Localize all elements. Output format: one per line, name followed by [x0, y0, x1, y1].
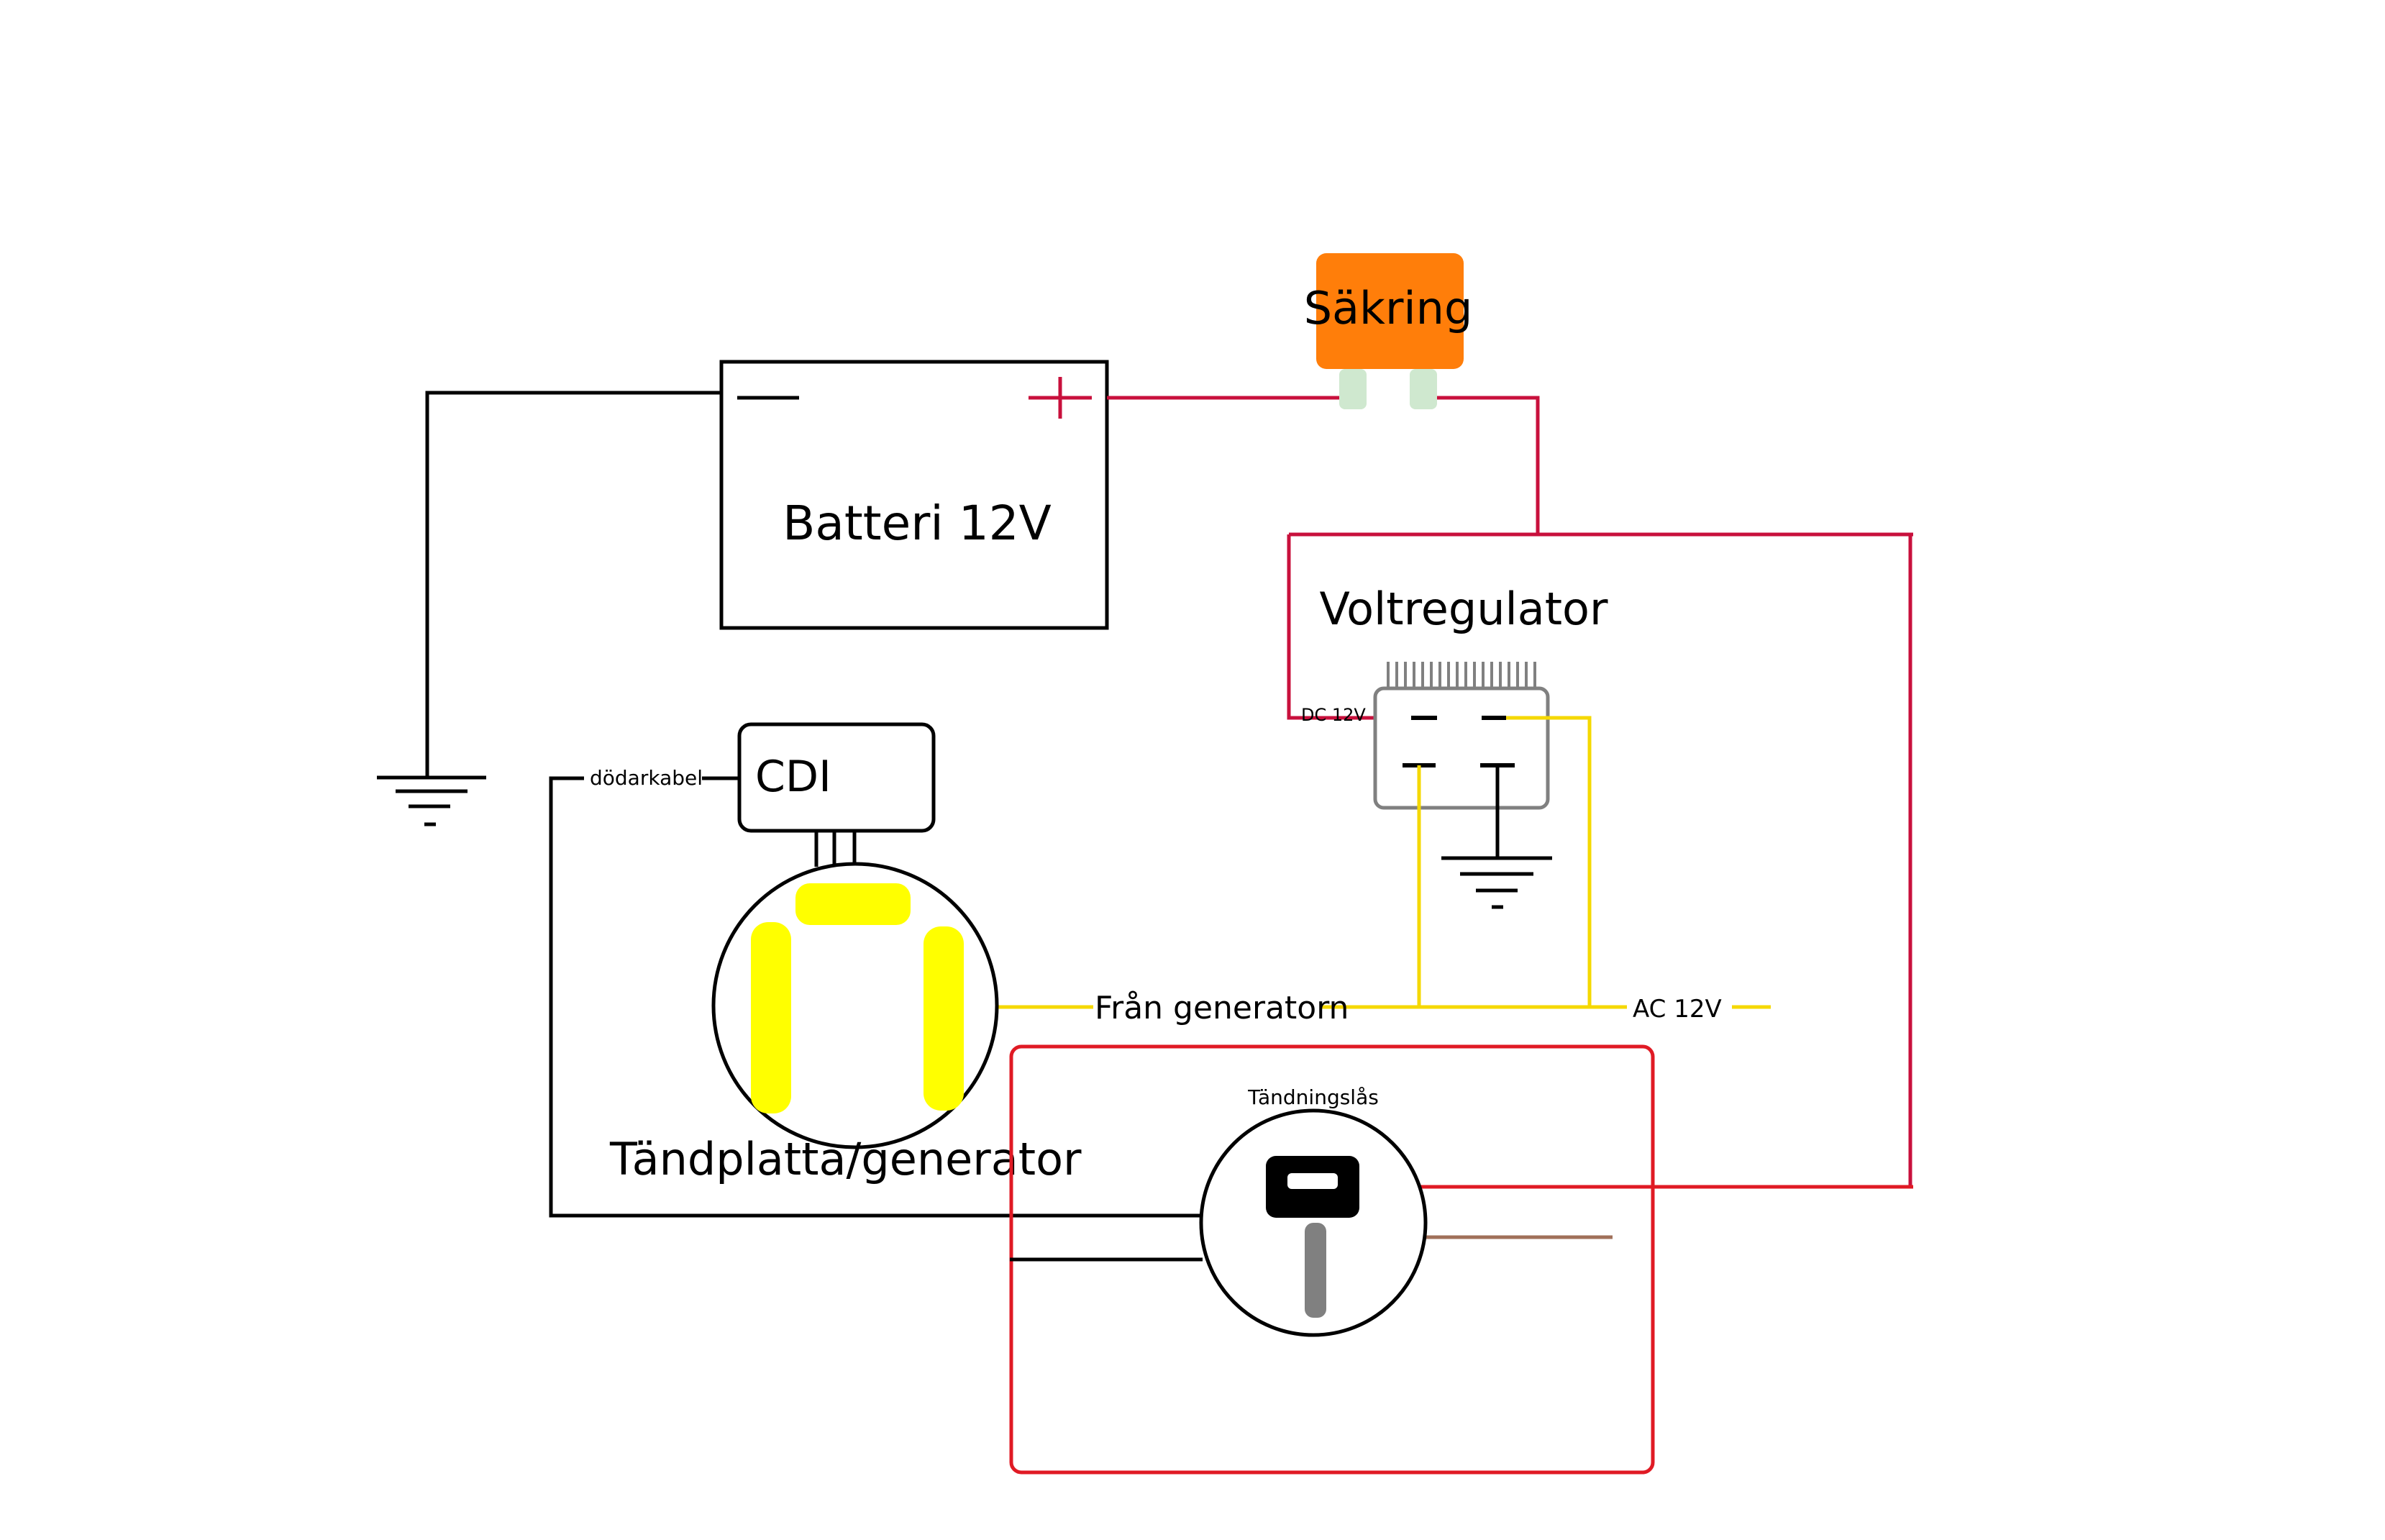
from-generator-label: Från generatorn	[1095, 990, 1349, 1026]
fuse-terminal-right	[1410, 369, 1437, 409]
ignition-lock-label: Tändningslås	[1247, 1085, 1379, 1109]
stator-label: Tändplatta/generator	[609, 1133, 1082, 1185]
stator-coil-top	[795, 883, 911, 925]
fuse-terminal-left	[1339, 369, 1367, 409]
dc-positive-wiring	[1107, 396, 1913, 1187]
regulator-ground	[1441, 765, 1552, 909]
kill-wire	[549, 776, 1200, 1218]
cdi-label: CDI	[755, 752, 831, 802]
key-shaft	[1305, 1223, 1326, 1318]
fuse: Säkring	[1304, 253, 1473, 409]
stator-coil-left	[751, 922, 791, 1113]
ac12v-label: AC 12V	[1633, 995, 1722, 1024]
ignition-switch	[1199, 1108, 1428, 1337]
battery-ground-wire	[425, 391, 724, 777]
dc12v-label: DC 12V	[1301, 705, 1366, 725]
ac-wiring	[996, 716, 1771, 1009]
battery: Batteri 12V	[719, 360, 1109, 630]
voltage-regulator: Voltregulator DC 12V	[1301, 583, 1608, 810]
stator-generator: Tändplatta/generator	[609, 862, 1082, 1185]
cdi-unit: CDI	[737, 722, 936, 833]
voltage-regulator-label: Voltregulator	[1320, 583, 1608, 635]
stator-coil-right	[924, 926, 964, 1111]
kill-wire-label: dödarkabel	[590, 766, 703, 790]
regulator-heatsink-fins	[1387, 662, 1536, 688]
battery-ground-symbol	[377, 775, 486, 826]
fuse-label: Säkring	[1304, 282, 1473, 334]
battery-label: Batteri 12V	[783, 496, 1052, 551]
cdi-stator-wires	[814, 831, 857, 867]
ignition-wiring	[1010, 1185, 1913, 1262]
